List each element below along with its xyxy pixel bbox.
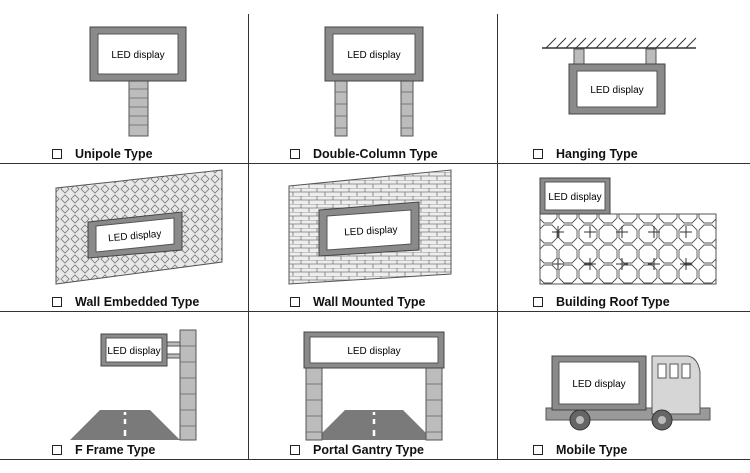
type-label: Portal Gantry Type <box>313 443 424 457</box>
cell-hanging: LED display Hanging Type <box>498 0 750 163</box>
portal-gantry-diagram: LED display <box>303 331 445 441</box>
checkbox[interactable] <box>52 445 62 455</box>
type-label: Building Roof Type <box>556 295 670 309</box>
led-display-label: LED display <box>108 229 162 245</box>
hanging-diagram: LED display <box>542 37 697 115</box>
double-column-diagram: LED display <box>324 26 424 137</box>
cell-unipole: LED display Unipole Type <box>0 0 248 163</box>
checkbox[interactable] <box>290 445 300 455</box>
led-display-label: LED display <box>347 346 400 357</box>
grid-divider <box>0 163 750 165</box>
caption: Building Roof Type <box>533 292 670 312</box>
led-display-label: LED display <box>107 346 160 357</box>
caption: Wall Embedded Type <box>52 292 199 312</box>
led-display-label: LED display <box>111 50 164 61</box>
grid-divider <box>0 311 750 313</box>
caption: Hanging Type <box>533 144 638 164</box>
caption: Mobile Type <box>533 440 627 460</box>
wall-mounted-diagram: LED display <box>288 169 452 285</box>
cell-double-column: LED display Double-Column Type <box>249 0 497 163</box>
cell-portal-gantry: LED display Portal Gantry Type <box>249 312 497 459</box>
checkbox[interactable] <box>533 149 543 159</box>
grid-divider <box>0 459 750 461</box>
type-label: Wall Mounted Type <box>313 295 426 309</box>
checkbox[interactable] <box>52 149 62 159</box>
checkbox[interactable] <box>533 297 543 307</box>
led-display-label: LED display <box>548 192 601 203</box>
mobile-diagram: LED display <box>545 355 711 431</box>
caption: Unipole Type <box>52 144 153 164</box>
type-label: Hanging Type <box>556 147 638 161</box>
caption: Wall Mounted Type <box>290 292 426 312</box>
cell-wall-embedded: LED display Wall Embedded Type <box>0 164 248 311</box>
led-display-label: LED display <box>347 50 400 61</box>
building-roof-diagram: LED display <box>539 177 717 285</box>
unipole-diagram: LED display <box>89 26 187 137</box>
led-display-label: LED display <box>590 85 643 96</box>
type-label: Wall Embedded Type <box>75 295 200 309</box>
checkbox[interactable] <box>290 297 300 307</box>
caption: F Frame Type <box>52 440 155 460</box>
cell-f-frame: LED display F Frame Type <box>0 312 248 459</box>
checkbox[interactable] <box>52 297 62 307</box>
caption: Double-Column Type <box>290 144 438 164</box>
grid-divider <box>497 14 499 459</box>
f-frame-diagram: LED display <box>70 329 197 441</box>
cell-building-roof: LED display Building Roof Type <box>498 164 750 311</box>
type-label: Unipole Type <box>75 147 153 161</box>
wall-embedded-diagram: LED display <box>55 169 223 285</box>
cell-wall-mounted: LED display Wall Mounted Type <box>249 164 497 311</box>
checkbox[interactable] <box>290 149 300 159</box>
type-label: Mobile Type <box>556 443 628 457</box>
led-display-label: LED display <box>344 225 398 239</box>
type-label: Double-Column Type <box>313 147 438 161</box>
checkbox[interactable] <box>533 445 543 455</box>
led-display-label: LED display <box>572 379 625 390</box>
cell-mobile: LED display Mobile Type <box>498 312 750 459</box>
type-label: F Frame Type <box>75 443 156 457</box>
grid-divider <box>248 14 250 459</box>
caption: Portal Gantry Type <box>290 440 424 460</box>
